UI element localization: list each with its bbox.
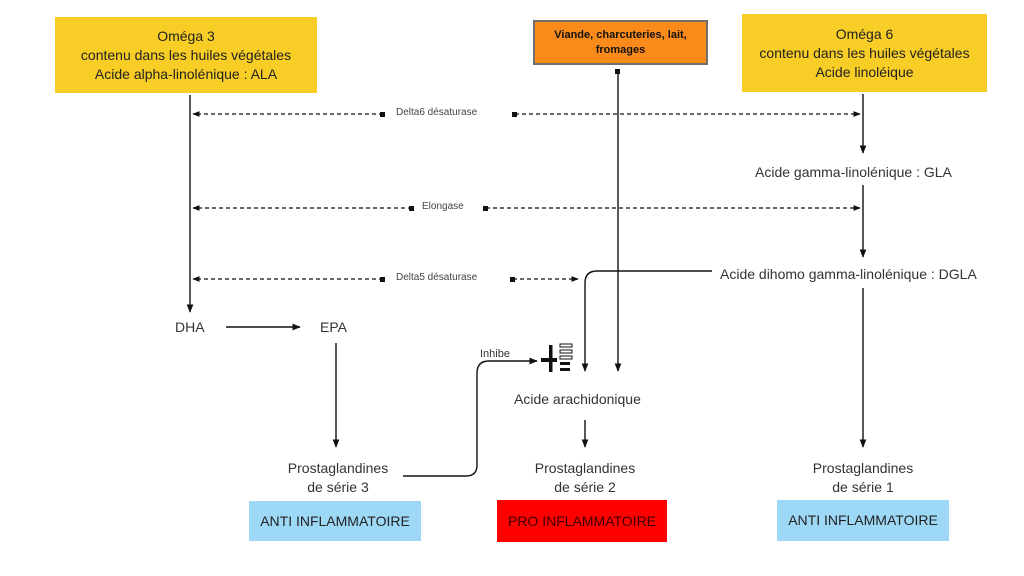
arachidonique-label: Acide arachidonique: [514, 391, 641, 407]
pg3-line2: de série 3: [307, 479, 369, 495]
pg1-label: Prostaglandines de série 1: [808, 459, 918, 497]
source-line1: Viande, charcuteries, lait,: [554, 28, 687, 41]
pg3-effect-badge: ANTI INFLAMMATOIRE: [249, 501, 421, 541]
inhibition-icon: [541, 343, 573, 372]
omega6-acid: Acide linoléique: [815, 63, 914, 80]
source-line2: fromages: [595, 43, 646, 56]
dgla-label: Acide dihomo gamma-linolénique : DGLA: [720, 266, 977, 282]
gla-label: Acide gamma-linolénique : GLA: [755, 164, 952, 180]
source-anchor: [615, 69, 620, 74]
dgla-to-arachidonique-arrow: [581, 270, 712, 372]
omega6-title: Oméga 6: [835, 25, 894, 42]
delta5-label: Delta5 désaturase: [392, 272, 482, 283]
epa-label: EPA: [320, 319, 347, 335]
pg1-line2: de série 1: [832, 479, 894, 495]
inhibe-label: Inhibe: [480, 348, 510, 360]
omega3-source: contenu dans les huiles végétales: [80, 46, 292, 63]
pg2-line1: Prostaglandines: [534, 460, 636, 476]
omega3-title: Oméga 3: [157, 27, 215, 44]
pg2-label: Prostaglandines de série 2: [530, 459, 640, 497]
source-box: Viande, charcuteries, lait, fromages: [533, 20, 708, 65]
omega3-acid: Acide alpha-linolénique : ALA: [94, 65, 278, 82]
omega6-source: contenu dans les huiles végétales: [759, 44, 970, 61]
pg1-line1: Prostaglandines: [812, 460, 914, 476]
dha-label: DHA: [175, 319, 205, 335]
delta6-label: Delta6 désaturase: [392, 107, 482, 118]
pg1-effect-badge: ANTI INFLAMMATOIRE: [777, 500, 949, 541]
pg3-label: Prostaglandines de série 3: [283, 459, 393, 497]
inhibe-arrow: [403, 357, 538, 477]
pg2-line2: de série 2: [554, 479, 616, 495]
pg3-line1: Prostaglandines: [287, 460, 389, 476]
omega3-box: Oméga 3 contenu dans les huiles végétale…: [55, 17, 317, 93]
omega6-box: Oméga 6 contenu dans les huiles végétale…: [742, 14, 987, 92]
pg2-effect-badge: PRO INFLAMMATOIRE: [497, 500, 667, 542]
elongase-label: Elongase: [418, 201, 468, 212]
